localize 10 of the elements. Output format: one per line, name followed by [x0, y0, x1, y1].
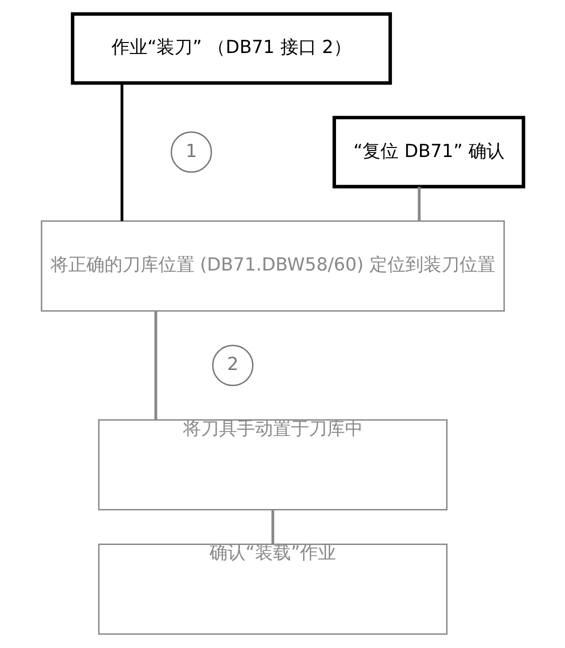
node-circle: 2 [212, 344, 254, 386]
node-box: “复位 DB71” 确认 [332, 116, 526, 188]
node-box: 确认“装载”作业 [98, 544, 448, 635]
connector [154, 311, 158, 420]
node-circle: 1 [170, 131, 212, 173]
node-box: 作业“装刀” （DB71 接口 2） [70, 12, 392, 85]
connector [418, 186, 421, 221]
node-box: 将正确的刀库位置 (DB71.DBW58/60) 定位到装刀位置 [40, 220, 505, 312]
connector [271, 510, 274, 544]
connector [120, 83, 124, 221]
